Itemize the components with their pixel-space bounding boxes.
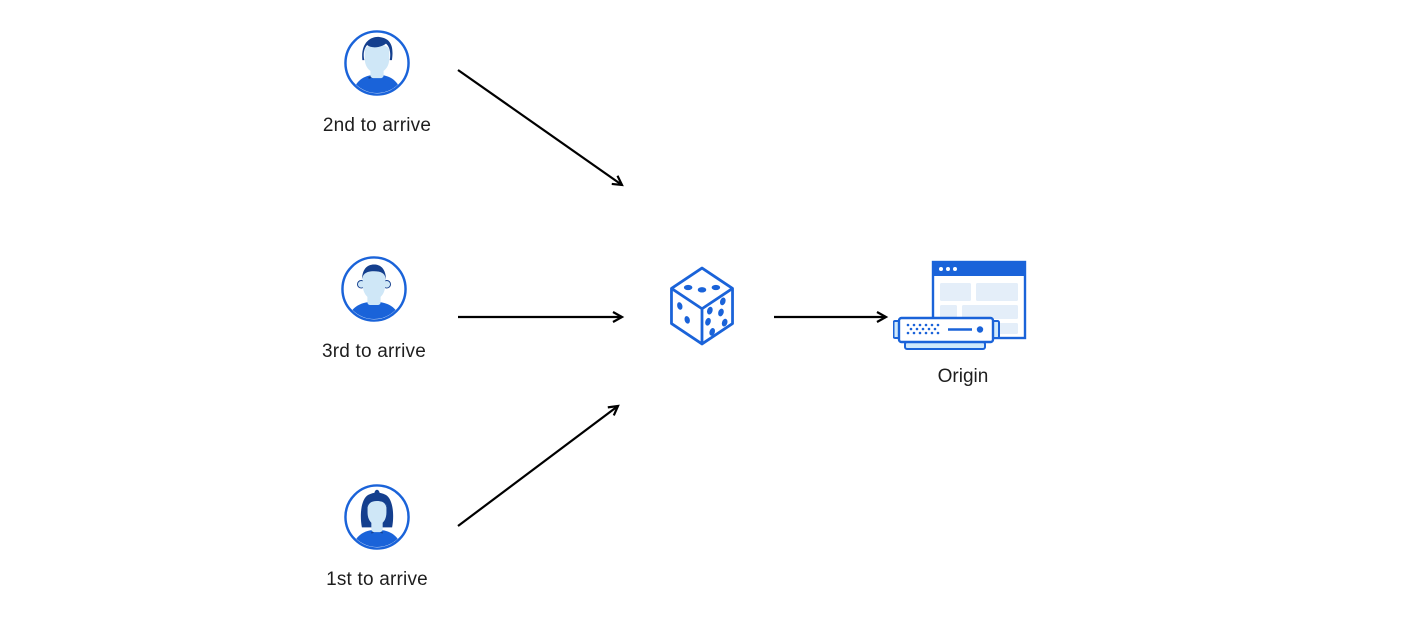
server-vents — [906, 323, 940, 335]
origin-node: Origin — [890, 258, 1036, 388]
user-label-1st: 1st to arrive — [326, 569, 428, 590]
user-node-3rd: 3rd to arrive — [294, 255, 454, 363]
woman-bun-avatar-icon — [344, 484, 410, 550]
dice-icon — [670, 266, 734, 346]
user-node-2nd: 2nd to arrive — [297, 29, 457, 137]
origin-label: Origin — [937, 366, 989, 387]
dice-node — [665, 264, 739, 348]
user-label-3rd: 3rd to arrive — [322, 341, 426, 362]
arrow-user1st-to-dice-icon — [457, 404, 620, 527]
man-pompadour-avatar-icon — [344, 30, 410, 96]
arrow-user2nd-to-dice-icon — [457, 69, 624, 187]
user-label-2nd: 2nd to arrive — [322, 115, 432, 136]
server-icon — [893, 316, 1000, 350]
origin-server-icon — [893, 260, 1027, 350]
man-short-hair-avatar-icon — [341, 256, 407, 322]
user-node-1st: 1st to arrive — [297, 483, 457, 591]
